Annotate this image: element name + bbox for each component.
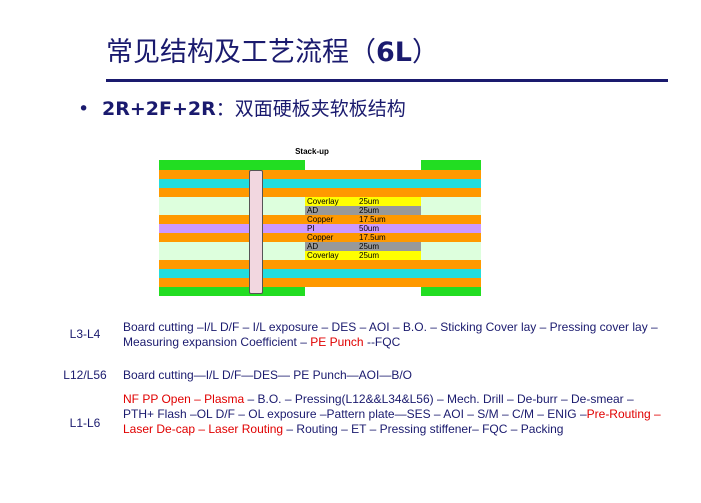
bullet-dot: • — [78, 98, 90, 120]
process-flow-l1-l6: NF PP Open – Plasma – B.O. – Pressing(L1… — [123, 392, 663, 437]
flow-segment: --FQC — [363, 335, 401, 349]
title-divider — [106, 79, 668, 82]
top-green-cap-left — [159, 160, 305, 170]
layer-orange-5 — [159, 260, 481, 269]
layer-orange-6 — [159, 278, 481, 287]
layer-orange-4 — [159, 233, 481, 242]
layer-orange-1 — [159, 170, 481, 179]
bottom-green-cap-left — [159, 287, 305, 296]
flex-ad-top — [305, 206, 421, 215]
flow-segment-highlight: Pre-Routing – Laser De-cap – Laser Routi… — [123, 407, 661, 436]
layer-orange-3 — [159, 215, 481, 224]
bullet-structure-code: 2R+2F+2R — [102, 98, 216, 120]
flow-segment: Board cutting—I/L D/F—DES— PE Punch—AOI—… — [123, 368, 412, 382]
flow-segment-highlight: PE Punch — [310, 335, 364, 349]
layer-purple-pi — [159, 224, 481, 233]
flow-segment-highlight: NF PP Open – Plasma — [123, 392, 245, 406]
flow-segment: – Routing – ET – Pressing stiffener– FQC… — [283, 422, 564, 436]
page-title: 常见结构及工艺流程（6L） — [106, 37, 439, 68]
stackup-title: Stack-up — [295, 147, 329, 156]
layer-cyan-2 — [159, 269, 481, 278]
flow-segment: – B.O. – Pressing(L12&&L34&L56) – Mech. … — [123, 392, 634, 421]
flex-coverlay-bottom — [305, 251, 421, 260]
bullet-heading: • 2R+2F+2R：双面硬板夹软板结构 — [78, 94, 406, 121]
process-flow-l3-l4: Board cutting –I/L D/F – I/L exposure – … — [123, 320, 663, 350]
row-label-l1-l6: L1-L6 — [69, 416, 101, 430]
flow-segment: Board cutting –I/L D/F – I/L exposure – … — [123, 320, 658, 349]
bullet-description: ：双面硬板夹软板结构 — [215, 98, 406, 120]
process-flow-l12-l56: Board cutting—I/L D/F—DES— PE Punch—AOI—… — [123, 368, 663, 383]
row-label-l12-l56: L12/L56 — [63, 368, 107, 382]
layer-orange-2 — [159, 188, 481, 197]
plated-through-hole — [249, 170, 263, 294]
bottom-green-cap-right — [421, 287, 481, 296]
flex-ad-bottom — [305, 242, 421, 251]
flex-coverlay-top — [305, 197, 421, 206]
top-green-cap-right — [421, 160, 481, 170]
layer-cyan-1 — [159, 179, 481, 188]
row-label-l3-l4: L3-L4 — [69, 327, 101, 341]
